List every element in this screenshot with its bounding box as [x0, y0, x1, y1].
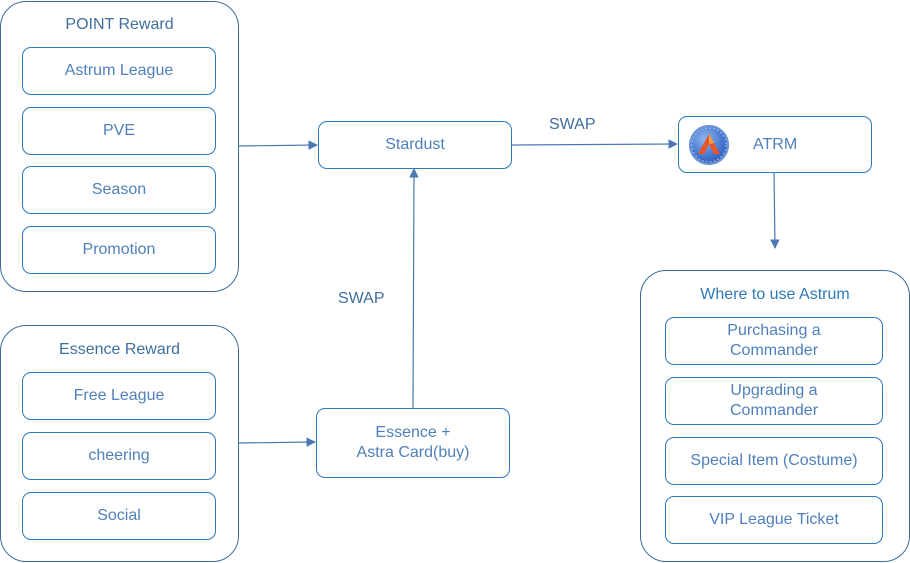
essence-item-cheering[interactable]: cheering	[22, 432, 216, 480]
use-item-upgrading-commander[interactable]: Upgrading a Commander	[665, 377, 883, 425]
edge-card-to-stardust	[409, 168, 419, 409]
edge-atrm-to-use	[770, 171, 780, 249]
swap-label-top: SWAP	[549, 116, 596, 133]
point-item-season[interactable]: Season	[22, 166, 216, 214]
edge-point-to-stardust	[237, 140, 318, 150]
use-item-line1: Upgrading a	[730, 382, 818, 399]
stardust-node[interactable]: Stardust	[318, 121, 512, 169]
use-item-special-item[interactable]: Special Item (Costume)	[665, 437, 883, 485]
point-item-astrum-league[interactable]: Astrum League	[22, 47, 216, 95]
atrm-label: ATRM	[753, 135, 798, 153]
use-item-line2: Commander	[729, 342, 819, 359]
essence-card-line1: Essence +	[375, 424, 451, 441]
where-to-use-title: Where to use Astrum	[700, 286, 850, 303]
edge-stardust-to-atrm	[510, 139, 678, 149]
point-item-promotion[interactable]: Promotion	[22, 226, 216, 274]
swap-label-vertical: SWAP	[338, 290, 385, 307]
essence-astra-card-node[interactable]: Essence + Astra Card(buy)	[316, 408, 510, 478]
astrum-coin-icon	[689, 124, 729, 165]
essence-item-social[interactable]: Social	[22, 492, 216, 540]
use-item-line1: Purchasing a	[727, 322, 821, 339]
use-item-line2: Commander	[729, 402, 819, 419]
edge-essence-to-card	[237, 437, 316, 447]
point-item-pve[interactable]: PVE	[22, 107, 216, 155]
essence-reward-title: Essence Reward	[59, 341, 180, 358]
use-item-vip-league-ticket[interactable]: VIP League Ticket	[665, 496, 883, 544]
use-item-purchasing-commander[interactable]: Purchasing a Commander	[665, 317, 883, 365]
point-reward-title: POINT Reward	[65, 16, 174, 33]
essence-card-line2: Astra Card(buy)	[356, 444, 470, 461]
essence-item-free-league[interactable]: Free League	[22, 372, 216, 420]
atrm-node[interactable]: ATRM	[678, 116, 872, 173]
